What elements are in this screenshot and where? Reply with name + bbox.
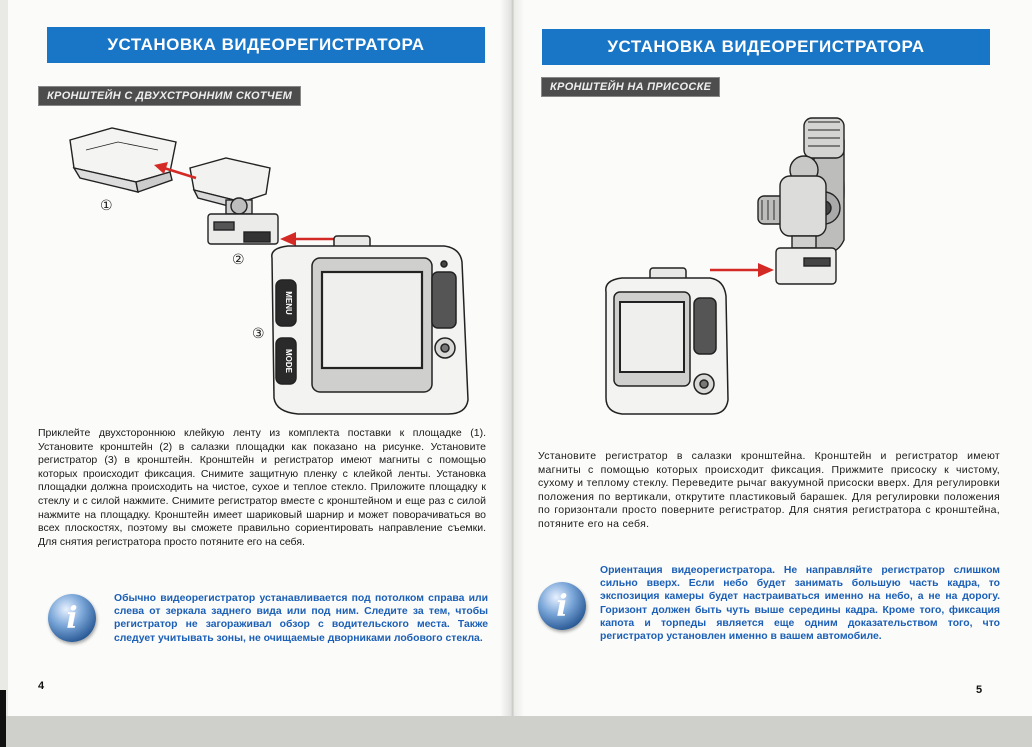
scan-edge xyxy=(0,690,6,747)
dashcam-3 xyxy=(271,235,469,415)
tape-bracket-illustration: ① ② xyxy=(69,127,469,415)
right-body-text: Установите регистратор в салазки кронште… xyxy=(538,450,1000,530)
tape-pad-1 xyxy=(69,127,177,193)
arrow-left-2 xyxy=(280,232,334,246)
info-icon: i xyxy=(48,594,96,642)
book-spine xyxy=(500,0,524,716)
left-note-text: Обычно видеорегистратор устанавливается … xyxy=(114,593,488,644)
scan-background xyxy=(0,716,1032,747)
right-banner: УСТАНОВКА ВИДЕОРЕГИСТРАТОРА xyxy=(542,29,990,65)
left-banner: УСТАНОВКА ВИДЕОРЕГИСТРАТОРА xyxy=(47,27,485,63)
callout-2: ② xyxy=(232,252,245,268)
callout-3: ③ xyxy=(252,326,265,342)
page-number-right: 5 xyxy=(976,684,983,696)
bracket-2 xyxy=(189,157,279,245)
right-subhead: КРОНШТЕЙН НА ПРИСОСКЕ xyxy=(541,77,721,97)
arrow-right xyxy=(710,263,774,277)
mode-button-label: MODE xyxy=(284,349,293,374)
left-body-text: Приклейте двухстороннюю клейкую ленту из… xyxy=(38,427,486,548)
suction-mount xyxy=(757,117,845,285)
dashcam-right xyxy=(605,267,729,415)
left-page: УСТАНОВКА ВИДЕОРЕГИСТРАТОРА КРОНШТЕЙН С … xyxy=(8,0,512,716)
right-page: УСТАНОВКА ВИДЕОРЕГИСТРАТОРА КРОНШТЕЙН НА… xyxy=(514,0,1032,716)
left-subhead: КРОНШТЕЙН С ДВУХСТРОННИМ СКОТЧЕМ xyxy=(38,86,302,106)
suction-mount-illustration xyxy=(605,117,845,415)
info-icon: i xyxy=(538,582,586,630)
callout-1: ① xyxy=(100,198,113,214)
arrow-left-1 xyxy=(154,162,197,180)
page-number-left: 4 xyxy=(38,680,45,692)
menu-button-label: MENU xyxy=(284,291,293,315)
right-note-text: Ориентация видеорегистратора. Не направл… xyxy=(600,565,1000,643)
